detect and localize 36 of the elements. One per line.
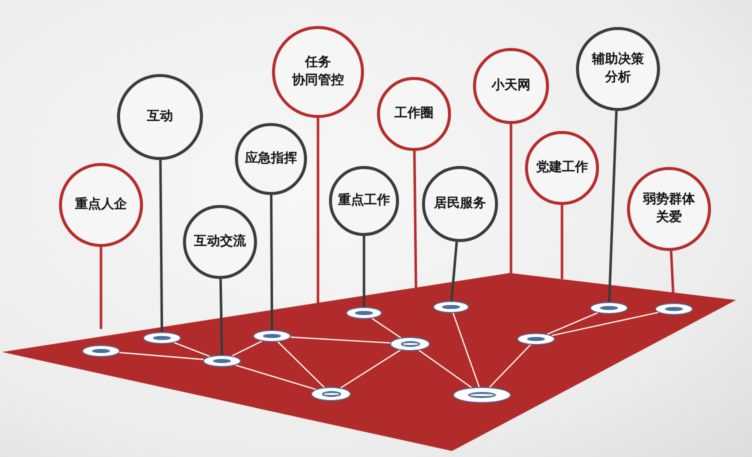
connector-line bbox=[372, 318, 402, 338]
connector-line bbox=[418, 350, 472, 388]
node-label: 居民服务 bbox=[434, 195, 486, 213]
node-label: 互动 bbox=[147, 108, 173, 126]
node-label: 党建工作 bbox=[536, 159, 588, 177]
stem-line bbox=[608, 110, 618, 302]
connector-line bbox=[340, 350, 401, 388]
connector-line bbox=[232, 340, 262, 356]
connector-line bbox=[547, 312, 598, 335]
node-label: 小天网 bbox=[492, 77, 530, 95]
connector-line bbox=[552, 312, 658, 336]
stem-line bbox=[362, 236, 366, 307]
connector-line bbox=[277, 341, 325, 388]
connector-line bbox=[119, 352, 204, 360]
connector-line bbox=[290, 336, 390, 344]
stem-line bbox=[100, 247, 102, 329]
node-label: 重点人企 bbox=[75, 196, 127, 214]
stem-line bbox=[450, 242, 458, 302]
stem-line bbox=[510, 124, 512, 275]
connector-line bbox=[174, 342, 210, 357]
node-label: 任务协同管控 bbox=[292, 54, 344, 90]
connector-line bbox=[489, 344, 531, 388]
stem-line bbox=[270, 195, 274, 330]
stem-line bbox=[159, 160, 164, 332]
connector-line bbox=[236, 364, 316, 390]
node-label: 重点工作 bbox=[338, 192, 390, 210]
node-label: 工作圈 bbox=[394, 105, 434, 123]
stem-line bbox=[316, 118, 320, 303]
stem-line bbox=[560, 205, 564, 279]
node-label: 辅助决策分析 bbox=[592, 51, 644, 87]
connector-line bbox=[452, 312, 480, 388]
stem-line bbox=[413, 150, 418, 288]
node-label: 互动交流 bbox=[194, 233, 246, 251]
stem-line bbox=[219, 278, 224, 356]
node-label: 弱势群体关爱 bbox=[643, 191, 695, 227]
node-label: 应急指挥 bbox=[245, 150, 297, 168]
